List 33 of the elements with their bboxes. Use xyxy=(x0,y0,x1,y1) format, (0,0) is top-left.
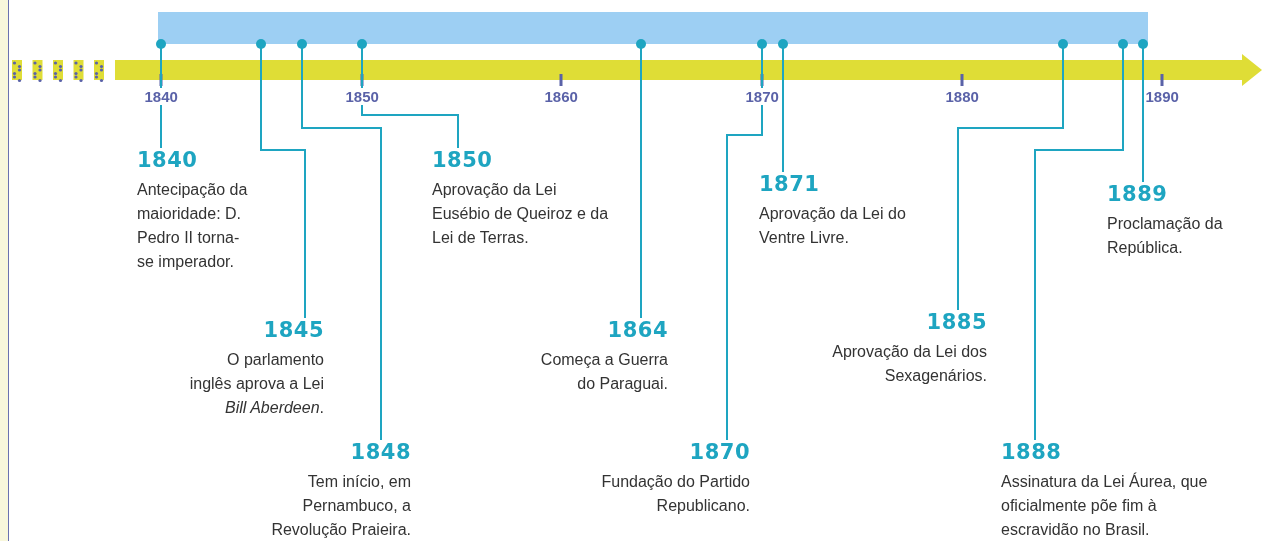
event-description: Aprovação da Lei Eusébio de Queiroz e da Lei de Terras. xyxy=(432,180,610,248)
year-label: 1840 xyxy=(142,88,180,105)
year-heading: 1871 xyxy=(759,172,820,196)
leader-line xyxy=(778,39,788,173)
event-description: Assinatura da Lei Áurea, que oficialmente põe fim à escravidão no Brasil. xyxy=(1001,471,1209,540)
event-description: Antecipação da maioridade: D. Pedro II torna-se imperador. xyxy=(137,180,249,272)
year-label: 1870 xyxy=(743,88,781,105)
year-heading: 1848 xyxy=(350,440,411,464)
year-heading: 1850 xyxy=(432,148,493,172)
year-heading: 1840 xyxy=(137,148,198,172)
event-description: Fundação do Partido Republicano. xyxy=(600,472,750,516)
leader-line xyxy=(1034,39,1128,441)
event-description: Tem início, em Pernambuco, a Revolução Praieira. xyxy=(270,472,411,540)
event-description: Começa a Guerra do Paraguai. xyxy=(539,350,668,394)
event-description: O parlamento inglês aprova a Lei Bill Aberdeen. xyxy=(188,350,324,418)
year-heading: 1885 xyxy=(926,310,987,334)
year-heading: 1888 xyxy=(1001,440,1062,464)
leader-line xyxy=(726,39,767,441)
year-label: 1850 xyxy=(343,88,381,105)
event-description: Aprovação da Lei do Ventre Livre. xyxy=(759,204,907,248)
year-heading: 1889 xyxy=(1107,182,1168,206)
event-description: Aprovação da Lei dos Sexagenários. xyxy=(831,342,987,386)
period-band xyxy=(158,12,1148,44)
year-heading: 1870 xyxy=(689,440,750,464)
leader-line xyxy=(256,39,306,319)
leader-line xyxy=(1138,39,1148,183)
leader-line xyxy=(297,39,382,441)
leader-line xyxy=(957,39,1068,311)
leader-line xyxy=(357,39,459,149)
year-heading: 1864 xyxy=(607,318,668,342)
year-heading: 1845 xyxy=(263,318,324,342)
leader-line xyxy=(636,39,646,319)
event-description: Proclamação da República. xyxy=(1107,214,1224,258)
